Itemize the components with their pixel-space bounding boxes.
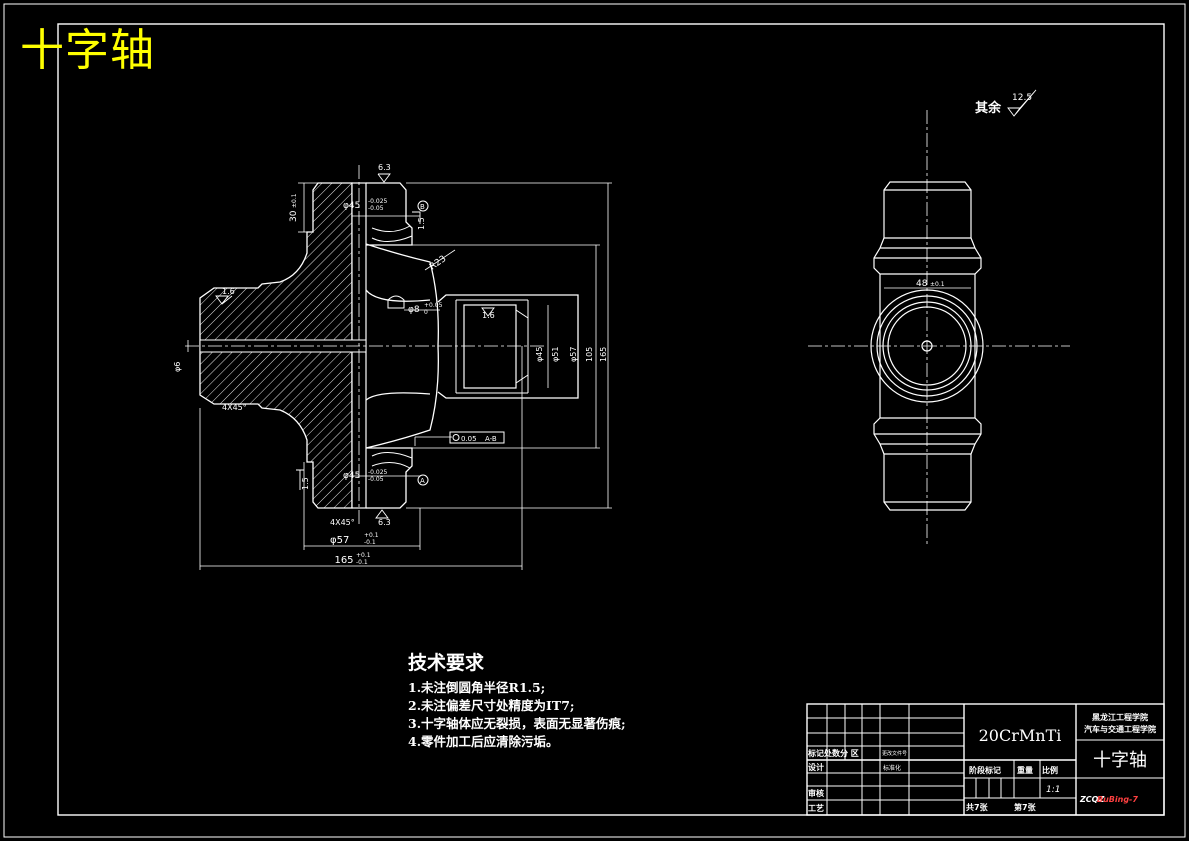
datum-a-circle	[417, 474, 429, 486]
dim-165-bottom-tol-lo: -0.1	[356, 559, 368, 566]
side-view-labels: 48 ±0.1 其余 12.5	[916, 93, 1032, 289]
dim-45-top-tol-up: -0.025	[368, 198, 388, 205]
side-circle-1	[870, 289, 984, 403]
side-view	[808, 89, 1070, 545]
body-arc	[365, 289, 431, 401]
dim-57-bottom-tol-up: +0.1	[364, 532, 379, 539]
side-dim-48: 48	[916, 279, 928, 289]
dim-51: φ51	[551, 347, 560, 362]
technical-requirements-title: 技术要求	[408, 652, 485, 674]
dim-45-bottom-tol-lo: -0.05	[368, 476, 384, 483]
requirement-item: 2.未注偏差尺寸处精度为IT7;	[408, 698, 575, 713]
requirement-item: 1.未注倒圆角半径R1.5;	[408, 680, 546, 695]
tb-process: 工艺	[808, 803, 824, 813]
tb-std: 标准化	[883, 764, 901, 772]
dim-45-top: φ45	[343, 201, 360, 211]
inner-frame	[57, 23, 1165, 816]
title-block-text: 20CrMnTi 黑龙江工程学院 汽车与交通工程学院 十字轴 标记处数分 区 更…	[807, 712, 1156, 813]
rough-6-3-top: 6.3	[378, 163, 391, 172]
dim-6: φ6	[173, 362, 182, 372]
drawing-title: 十字轴	[20, 25, 155, 76]
tb-sheet-no: 第7张	[1014, 802, 1037, 812]
side-circle-4	[887, 306, 967, 386]
tb-sheets-total: 共7张	[966, 802, 989, 812]
fillet-top	[371, 225, 413, 242]
side-circle-2	[876, 295, 978, 397]
tb-drawing-no-suffix: BuBing-7	[1097, 795, 1138, 804]
tb-designer: 设计	[808, 762, 824, 772]
section-view	[185, 165, 612, 570]
datum-a-label: A	[420, 477, 425, 485]
tb-school-2: 汽车与交通工程学院	[1084, 724, 1156, 734]
rough-1-6-left: 1.6	[222, 287, 235, 296]
dim-57-bottom: φ57	[330, 535, 349, 546]
dim-hole-tol-up: +0.05	[424, 302, 443, 309]
right-bore	[463, 304, 517, 389]
rough-1-6-bore: 1.6	[482, 311, 495, 320]
side-circle-5	[921, 340, 933, 352]
top-collar	[873, 237, 982, 275]
roughness-value: 12.5	[1012, 93, 1032, 103]
dim-1-5-top: 1.5	[417, 217, 426, 230]
dim-165-bottom-tol-up: +0.1	[356, 552, 371, 559]
dim-165-side: 165	[599, 347, 608, 362]
tb-rev-header-small: 更改文件号	[882, 750, 907, 757]
title-block-grid	[806, 703, 1165, 816]
dim-30-tol: ±0.1	[291, 193, 298, 208]
tb-scale-value: 1:1	[1046, 785, 1060, 795]
dim-chamfer-left: 4X45°	[222, 403, 247, 412]
body-outline	[365, 182, 439, 509]
tb-drawing-no-prefix: ZCQZ	[1079, 795, 1104, 804]
datum-b-circle	[417, 200, 429, 212]
side-circle-3	[882, 301, 972, 391]
roughness-label: 其余	[975, 100, 1002, 116]
dim-hole-tol-lo: 0	[424, 309, 428, 316]
roughness-default-symbol	[1007, 89, 1037, 117]
bottom-collar	[873, 417, 982, 455]
bore-v3	[515, 309, 529, 319]
dim-45-bottom-tol-up: -0.025	[368, 469, 388, 476]
roughness-symbols	[215, 173, 495, 519]
fillet-bottom	[371, 452, 413, 469]
technical-requirements: 技术要求 1.未注倒圆角半径R1.5; 2.未注偏差尺寸处精度为IT7; 3.十…	[408, 648, 626, 751]
dim-1-5-bottom: 1.5	[301, 477, 310, 490]
rough-6-3-bottom: 6.3	[378, 518, 391, 527]
dim-45-top-tol-lo: -0.05	[368, 205, 384, 212]
tb-material: 20CrMnTi	[979, 726, 1062, 745]
dim-30: 30	[289, 210, 299, 222]
dim-lines	[187, 182, 612, 570]
tb-part-name: 十字轴	[1093, 750, 1147, 771]
dim-105: 105	[585, 347, 594, 362]
tb-stage: 阶段标记	[969, 765, 1001, 775]
datum-b-label: B	[420, 203, 425, 211]
dim-45-bore: φ45	[535, 347, 544, 362]
side-dim-48-tol: ±0.1	[930, 281, 945, 288]
runout-ref: A-B	[485, 435, 497, 443]
dim-57-bottom-tol-lo: -0.1	[364, 539, 376, 546]
requirement-item: 3.十字轴体应无裂损，表面无显著伤痕;	[408, 716, 626, 731]
tb-check: 审核	[808, 788, 824, 798]
tb-scale-label: 比例	[1042, 765, 1058, 775]
tb-school-1: 黑龙江工程学院	[1092, 712, 1148, 722]
runout-symbol	[452, 434, 460, 441]
runout-value: 0.05	[461, 435, 477, 443]
runout-frame	[449, 431, 505, 444]
tb-rev-header: 标记处数分 区	[807, 748, 859, 758]
outer-frame	[3, 3, 1186, 838]
oil-hole	[387, 295, 405, 309]
requirement-item: 4.零件加工后应清除污垢。	[408, 734, 559, 749]
tb-weight: 重量	[1017, 765, 1033, 775]
dim-hole: φ8	[408, 305, 420, 315]
dim-chamfer-bottom: 4X45°	[330, 518, 355, 527]
dim-165-bottom: 165	[334, 555, 353, 566]
right-boss	[437, 294, 579, 399]
dim-57-side: φ57	[569, 347, 578, 362]
dim-45-bottom: φ45	[343, 471, 360, 481]
